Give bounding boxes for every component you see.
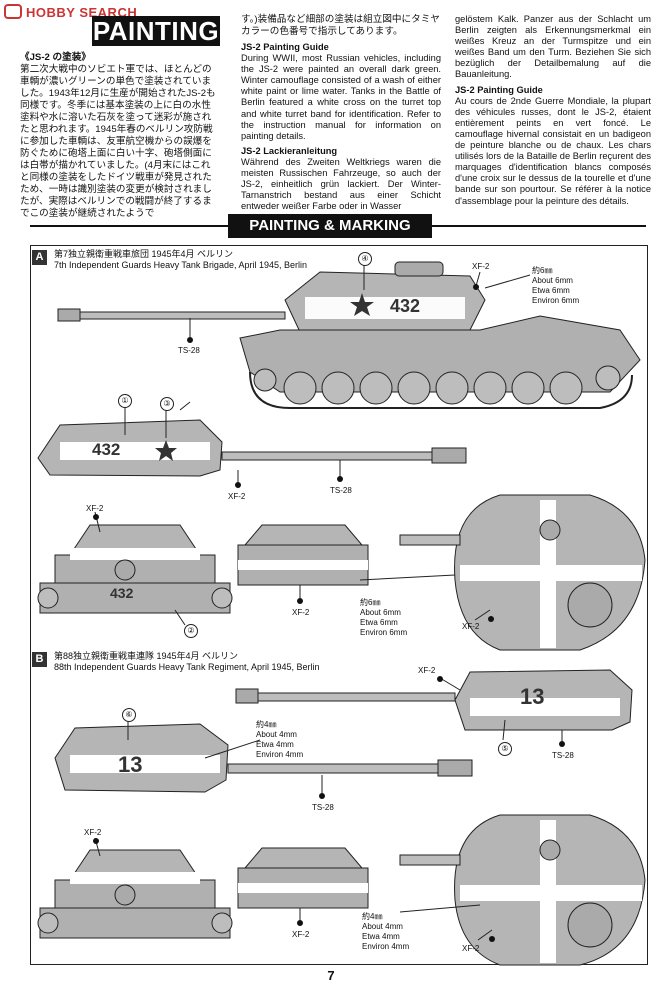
- paint-label-ts28-b2: TS-28: [312, 803, 334, 812]
- paint-dot-xf2-a5: [488, 616, 494, 622]
- column-japanese: 《JS-2 の塗装》 第二次大戦中のソビエト軍では、ほとんどの車輌が濃いグリーン…: [20, 52, 220, 220]
- paint-label-xf2-a1: XF-2: [472, 262, 490, 271]
- paint-label-ts28-b1: TS-28: [552, 751, 574, 760]
- paint-label-xf2-b1: XF-2: [418, 666, 436, 675]
- width-jp-b2: 約4㎜: [362, 912, 383, 921]
- width-fr-b1: Environ 4mm: [256, 750, 304, 759]
- paint-dot-ts28-a2: [337, 476, 343, 482]
- paint-dot-xf2-b4: [489, 936, 495, 942]
- paint-label-ts28-a: TS-28: [178, 346, 200, 355]
- section-b-turret-number: 13: [118, 752, 143, 777]
- width-note-b2: 約4㎜ About 4mm Etwa 4mm Environ 4mm: [362, 912, 442, 952]
- section-b-badge: B: [32, 652, 47, 667]
- page-number: 7: [327, 968, 335, 983]
- section-a-en-title: 7th Independent Guards Heavy Tank Brigad…: [54, 259, 307, 270]
- section-a-jp-title: 第7独立親衛重戦車旅団 1945年4月 ベルリン: [54, 249, 234, 259]
- jp-body: 第二次大戦中のソビエト軍では、ほとんどの車輌が濃いグリーンの単色で塗装されていま…: [20, 64, 216, 219]
- de-heading: JS-2 Lackieranleitung: [241, 145, 338, 156]
- paint-label-xf2-b4: XF-2: [462, 944, 480, 953]
- paint-dot-xf2-a3: [93, 514, 99, 520]
- paint-label-xf2-a5: XF-2: [462, 622, 480, 631]
- width-fr-b2: Environ 4mm: [362, 942, 410, 951]
- section-a-badge: A: [32, 250, 47, 265]
- page-title: PAINTING: [92, 16, 220, 46]
- column-english-german: す。)装備品など細部の塗装は組立図中にタミヤカラーの色番号で指示してあります。 …: [241, 14, 441, 212]
- width-jp-a1: 約6㎜: [532, 266, 553, 275]
- paint-label-xf2-a3: XF-2: [86, 504, 104, 513]
- banner-rule-left: [30, 225, 228, 227]
- banner-title: PAINTING & MARKING: [228, 214, 432, 238]
- section-a-turret-number: 432: [92, 440, 121, 459]
- section-a-caption: 第7独立親衛重戦車旅団 1945年4月 ベルリン 7th Independent…: [54, 249, 374, 270]
- banner-rule-right: [432, 225, 646, 227]
- section-b-jp-title: 第88独立親衛重戦車連隊 1945年4月 ベルリン: [54, 651, 239, 661]
- width-fr-a2: Environ 6mm: [360, 628, 408, 637]
- paint-dot-xf2-b2: [93, 838, 99, 844]
- section-a-rear-number: 432: [110, 585, 134, 601]
- en-heading: JS-2 Painting Guide: [241, 42, 329, 52]
- de-continued: gelöstem Kalk. Panzer aus der Schlacht u…: [455, 14, 651, 80]
- paint-dot-xf2-a2: [235, 482, 241, 488]
- callout-2: ②: [184, 624, 198, 638]
- callout-4: ④: [358, 252, 372, 266]
- width-en-b2: About 4mm: [362, 922, 403, 931]
- width-en-a2: About 6mm: [360, 608, 401, 617]
- watermark-icon: [4, 4, 22, 19]
- paint-label-xf2-b2: XF-2: [84, 828, 102, 837]
- paint-label-xf2-a4: XF-2: [292, 608, 310, 617]
- width-jp-b1: 約4㎜: [256, 720, 277, 729]
- paint-dot-ts28-b1: [559, 741, 565, 747]
- section-b-en-title: 88th Independent Guards Heavy Tank Regim…: [54, 661, 320, 672]
- fr-heading: JS-2 Painting Guide: [455, 84, 543, 95]
- de-body: Während des Zweiten Weltkriegs waren die…: [241, 156, 441, 212]
- callout-5: ⑤: [498, 742, 512, 756]
- section-b-side-number: 13: [520, 684, 545, 709]
- width-note-b1: 約4㎜ About 4mm Etwa 4mm Environ 4mm: [256, 720, 336, 760]
- paint-dot-xf2-b3: [297, 920, 303, 926]
- paint-dot-ts28-b2: [319, 793, 325, 799]
- jp-continued: す。)装備品など細部の塗装は組立図中にタミヤカラーの色番号で指示してあります。: [241, 14, 440, 37]
- painting-marking-banner: PAINTING & MARKING: [0, 214, 662, 238]
- section-b-caption: 第88独立親衛重戦車連隊 1945年4月 ベルリン 88th Independe…: [54, 651, 374, 672]
- callout-3: ③: [160, 397, 174, 411]
- paint-label-xf2-a2: XF-2: [228, 492, 246, 501]
- marking-frame: [30, 245, 648, 965]
- width-de-a2: Etwa 6mm: [360, 618, 398, 627]
- width-jp-a2: 約6㎜: [360, 598, 381, 607]
- paint-dot-ts28-a: [187, 337, 193, 343]
- fr-body: Au cours de 2nde Guerre Mondiale, la plu…: [455, 95, 651, 206]
- section-a-side-number: 432: [390, 296, 421, 316]
- column-german-french: gelöstem Kalk. Panzer aus der Schlacht u…: [455, 14, 651, 207]
- paint-dot-xf2-b1: [437, 676, 443, 682]
- width-de-a1: Etwa 6mm: [532, 286, 570, 295]
- paint-dot-xf2-a1: [473, 284, 479, 290]
- paint-dot-xf2-a4: [297, 598, 303, 604]
- paint-label-xf2-b3: XF-2: [292, 930, 310, 939]
- jp-heading: 《JS-2 の塗装》: [20, 52, 91, 63]
- callout-6: ⑥: [122, 708, 136, 722]
- width-fr-a1: Environ 6mm: [532, 296, 580, 305]
- width-note-a2: 約6㎜ About 6mm Etwa 6mm Environ 6mm: [360, 598, 440, 638]
- width-en-b1: About 4mm: [256, 730, 297, 739]
- width-en-a1: About 6mm: [532, 276, 573, 285]
- paint-label-ts28-a2: TS-28: [330, 486, 352, 495]
- width-de-b1: Etwa 4mm: [256, 740, 294, 749]
- width-note-a1: 約6㎜ About 6mm Etwa 6mm Environ 6mm: [532, 266, 612, 306]
- en-body: During WWII, most Russian vehicles, incl…: [241, 53, 441, 141]
- callout-1: ①: [118, 394, 132, 408]
- width-de-b2: Etwa 4mm: [362, 932, 400, 941]
